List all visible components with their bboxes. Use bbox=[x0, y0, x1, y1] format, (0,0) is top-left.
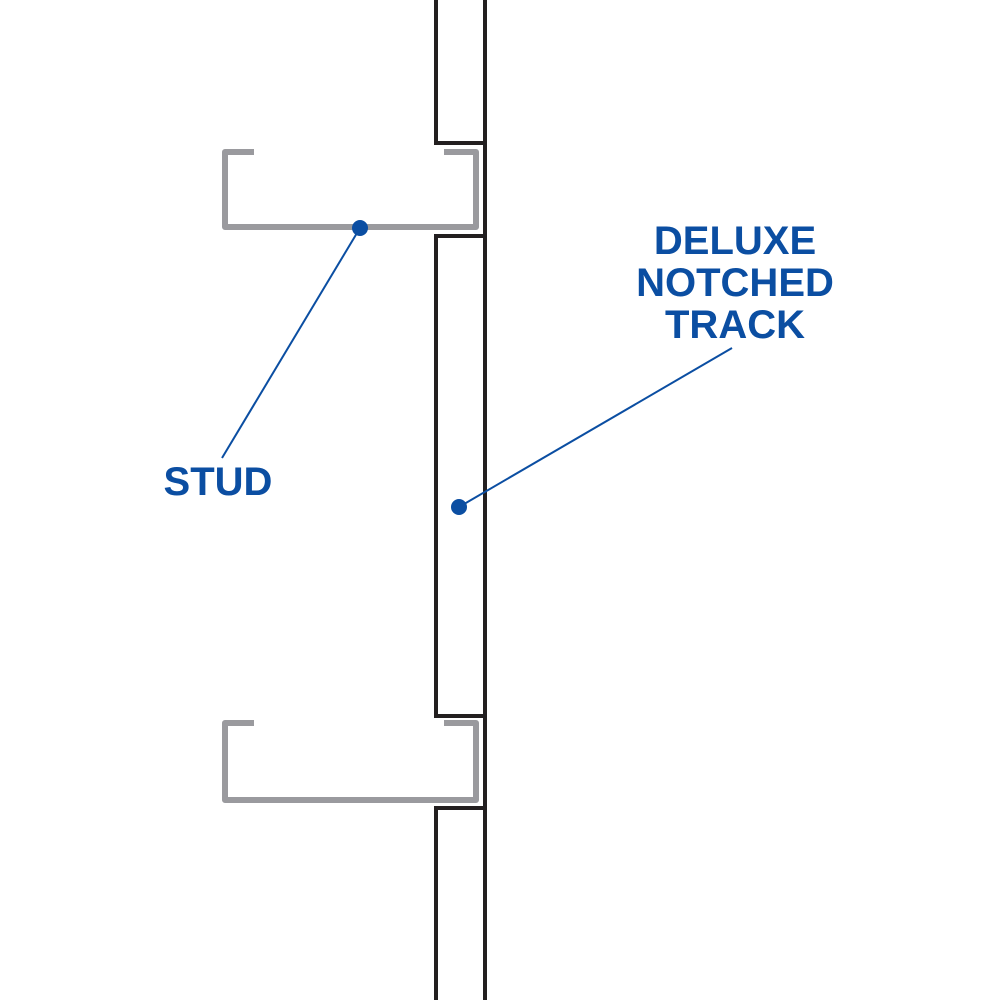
stud-leader-line bbox=[221, 227, 361, 459]
studs bbox=[222, 149, 479, 803]
track-label: DELUXE NOTCHED TRACK bbox=[615, 220, 855, 346]
stud-bottom bbox=[222, 720, 479, 803]
track-label-line-1: DELUXE bbox=[653, 219, 817, 263]
track-leader-dot bbox=[451, 499, 467, 515]
track-segment-top bbox=[434, 0, 485, 145]
track-label-line-3: TRACK bbox=[665, 303, 805, 347]
track-leader-line bbox=[458, 347, 733, 508]
track-segment-bottom bbox=[434, 806, 485, 1000]
stud-label: STUD bbox=[163, 460, 273, 504]
notched-track bbox=[434, 0, 487, 1000]
track-label-line-2: NOTCHED bbox=[636, 261, 834, 305]
stud-leader-dot bbox=[352, 220, 368, 236]
leaders bbox=[221, 227, 733, 508]
track-segment-middle bbox=[434, 234, 485, 718]
stud-top bbox=[222, 149, 479, 230]
